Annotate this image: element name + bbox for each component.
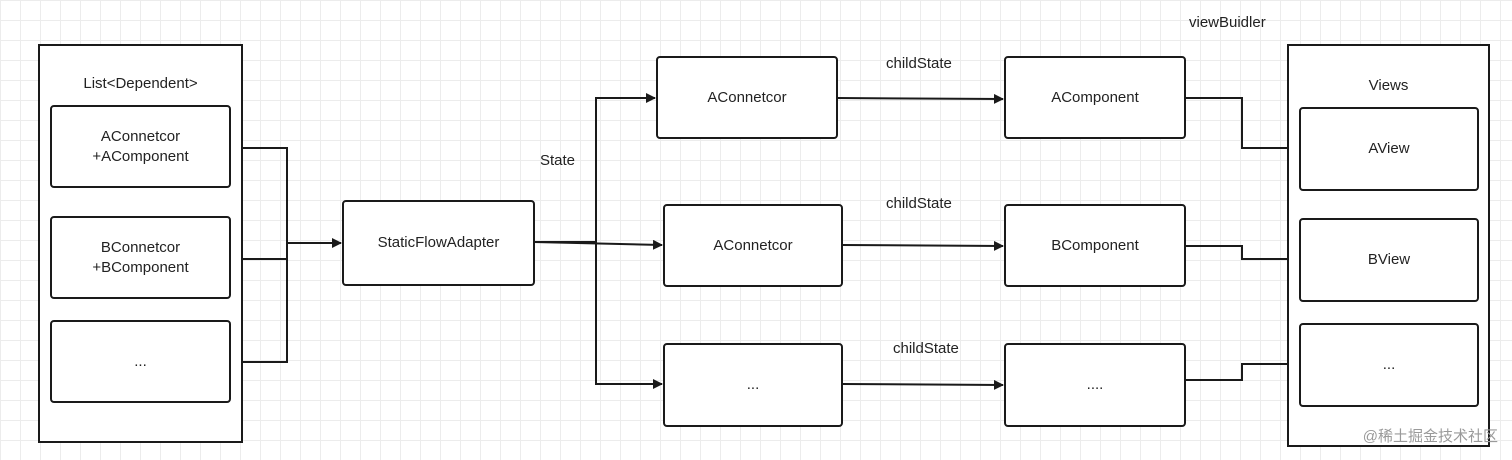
- state-edge-label: State: [540, 152, 576, 169]
- component-node-3: ....: [1004, 343, 1186, 427]
- component-node-2: BComponent: [1004, 204, 1186, 287]
- edge-connector-2-to-component-2: [841, 240, 1004, 251]
- list-item-label: AConnetcor +AComponent: [92, 127, 189, 165]
- component-label: BComponent: [1051, 236, 1139, 254]
- connector-node-1: AConnetcor: [656, 56, 838, 139]
- edge-connector-1-to-component-1: [836, 93, 1004, 104]
- edge-list-item-more-to-adapter: [230, 243, 288, 363]
- connector-node-3: ...: [663, 343, 843, 427]
- edge-list-item-a-to-adapter: [230, 147, 288, 243]
- connector-label: AConnetcor: [713, 236, 793, 254]
- connector-label: ...: [746, 376, 760, 393]
- component-label: AComponent: [1051, 88, 1139, 106]
- adapter-label: StaticFlowAdapter: [377, 234, 500, 251]
- child-state-label-2: childState: [886, 195, 952, 212]
- list-item-label: BConnetcor +BComponent: [92, 238, 189, 276]
- edge-adapter-to-connector-3: [595, 242, 663, 389]
- static-flow-adapter-node: StaticFlowAdapter: [342, 200, 535, 286]
- view-node-bview: BView: [1299, 218, 1479, 302]
- component-node-1: AComponent: [1004, 56, 1186, 139]
- edge-adapter-to-connector-2: [533, 239, 663, 250]
- child-state-label-3: childState: [893, 340, 959, 357]
- edge-connector-3-to-component-3: [841, 379, 1004, 390]
- list-item-more: ...: [50, 320, 231, 403]
- connector-label: AConnetcor: [707, 88, 787, 106]
- view-builder-label: viewBuidler: [1189, 14, 1266, 31]
- view-label: BView: [1367, 251, 1411, 268]
- view-node-aview: AView: [1299, 107, 1479, 191]
- component-label: ....: [1086, 376, 1104, 393]
- list-item-aconnector-acomponent: AConnetcor +AComponent: [50, 105, 231, 188]
- view-node-more: ...: [1299, 323, 1479, 407]
- watermark-text: @稀土掘金技术社区: [1362, 428, 1498, 445]
- edge-component-1-to-view-1: [1185, 97, 1297, 153]
- dependent-list-title: List<Dependent>: [83, 75, 198, 92]
- connector-node-2: AConnetcor: [663, 204, 843, 287]
- child-state-label-1: childState: [886, 55, 952, 72]
- view-label: AView: [1368, 140, 1410, 157]
- edge-component-3-to-view-3: [1185, 359, 1297, 381]
- edge-component-2-to-view-2: [1185, 245, 1297, 264]
- list-item-bconnector-bcomponent: BConnetcor +BComponent: [50, 216, 231, 299]
- views-title: Views: [1368, 77, 1409, 94]
- view-label: ...: [1382, 356, 1396, 373]
- list-item-label: ...: [134, 352, 147, 370]
